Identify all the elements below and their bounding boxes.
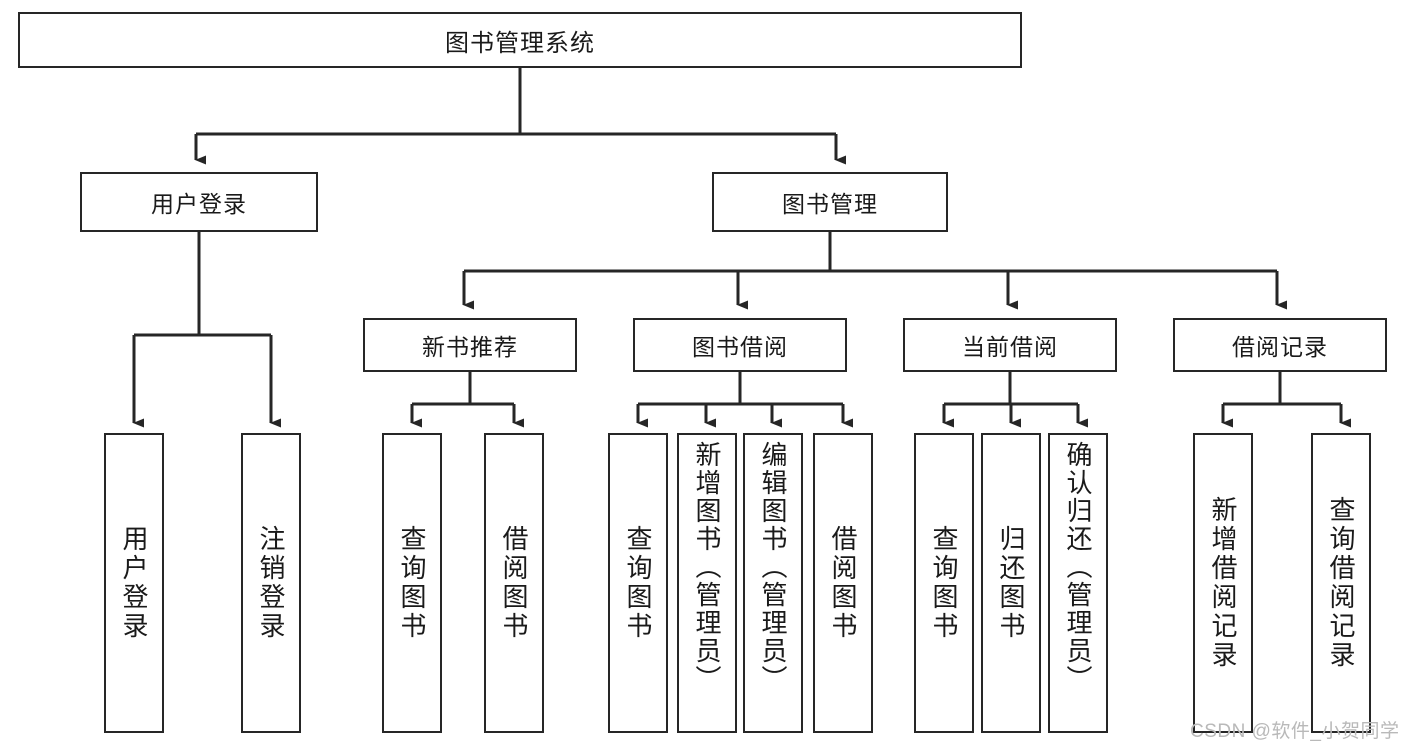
node-borrow-record[interactable]: 借阅记录 (1173, 318, 1387, 372)
node-current-borrow[interactable]: 当前借阅 (903, 318, 1117, 372)
leaf-record-add[interactable]: 新增借阅记录 (1193, 433, 1253, 733)
node-root-system[interactable]: 图书管理系统 (18, 12, 1022, 68)
node-user-login[interactable]: 用户登录 (80, 172, 318, 232)
node-book-borrow[interactable]: 图书借阅 (633, 318, 847, 372)
leaf-borrow-search-book[interactable]: 查询图书 (608, 433, 668, 733)
leaf-current-search-book[interactable]: 查询图书 (914, 433, 974, 733)
node-new-book-recommend[interactable]: 新书推荐 (363, 318, 577, 372)
leaf-current-return-book[interactable]: 归还图书 (981, 433, 1041, 733)
leaf-user-login-signin[interactable]: 用户登录 (104, 433, 164, 733)
watermark-text: CSDN @软件_小贺同学 (1190, 721, 1400, 742)
leaf-new-book-search[interactable]: 查询图书 (382, 433, 442, 733)
leaf-current-confirm-return[interactable]: 确认归还（管理员） (1048, 433, 1108, 733)
leaf-borrow-add-book[interactable]: 新增图书（管理员） (677, 433, 737, 733)
node-book-management[interactable]: 图书管理 (712, 172, 948, 232)
leaf-user-login-signout[interactable]: 注销登录 (241, 433, 301, 733)
leaf-borrow-edit-book[interactable]: 编辑图书（管理员） (743, 433, 803, 733)
leaf-new-book-borrow[interactable]: 借阅图书 (484, 433, 544, 733)
leaf-borrow-borrow-book[interactable]: 借阅图书 (813, 433, 873, 733)
leaf-record-search[interactable]: 查询借阅记录 (1311, 433, 1371, 733)
